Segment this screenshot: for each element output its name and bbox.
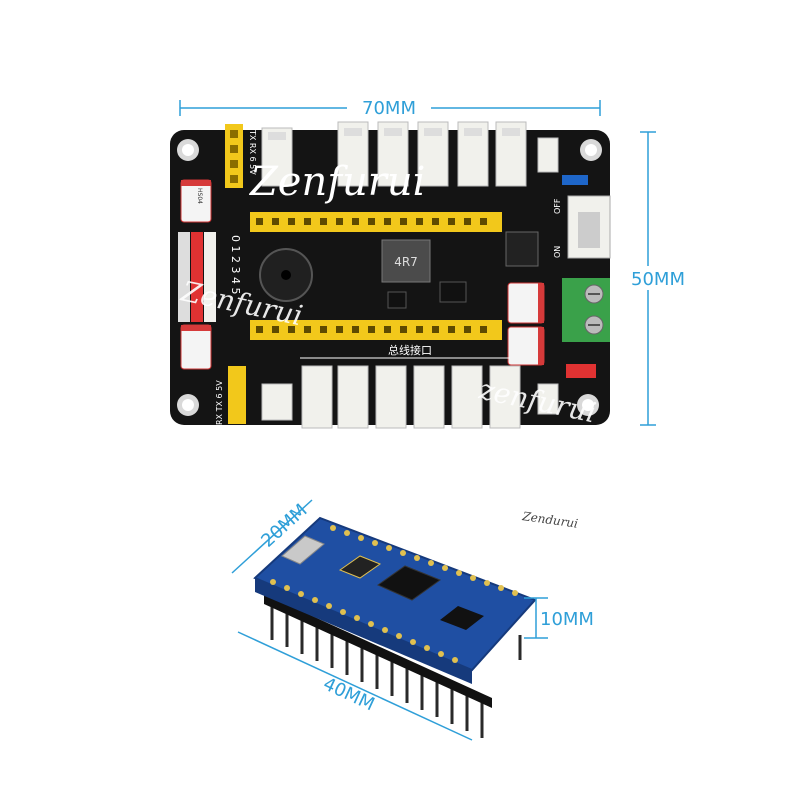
buzzer — [259, 248, 313, 302]
nano-header-bottom — [250, 320, 502, 340]
nano-height-dimension: 10MM — [524, 597, 594, 639]
svg-text:HS04: HS04 — [196, 188, 203, 204]
screw-terminal — [562, 278, 610, 342]
width-dimension: 70MM — [179, 96, 601, 120]
icsp-area — [338, 555, 382, 579]
capacitor-left-bottom — [180, 324, 212, 370]
nano-height-label: 10MM — [540, 609, 594, 630]
svg-text:ON: ON — [553, 246, 562, 258]
jumper-blue — [562, 175, 588, 185]
nano-board — [253, 516, 537, 738]
capacitor-right-1 — [507, 282, 545, 324]
regulator-ic — [439, 281, 467, 303]
power-connector-top — [537, 137, 559, 173]
usb-port — [281, 535, 325, 565]
small-ic — [387, 291, 407, 309]
nano-length-label: 40MM — [320, 673, 378, 715]
watermark-main: Zenfurui — [248, 159, 425, 205]
svg-text:OFF: OFF — [553, 198, 562, 214]
left-pin-headers: 0 1 2 3 4 5 — [178, 232, 242, 322]
nano-header-top — [250, 212, 502, 232]
svg-text:4R7: 4R7 — [394, 255, 418, 269]
bottom-connectors — [261, 365, 559, 429]
power-switch: ON OFF — [553, 195, 611, 259]
watermark-small: Zendurui — [521, 509, 579, 531]
height-label: 50MM — [631, 269, 685, 290]
jumper-red — [566, 364, 596, 378]
mounting-holes — [177, 139, 602, 416]
top-connectors — [261, 121, 527, 187]
capacitor-right-2 — [507, 326, 545, 366]
capacitor-left-top: HS04 — [180, 179, 212, 223]
nano-pads — [270, 525, 518, 663]
expansion-board: TX RX 6 5V HS04 — [170, 121, 611, 429]
bus-interface-label: 总线接口 — [388, 343, 432, 357]
width-label: 70MM — [362, 98, 416, 119]
serial-header-bottom: RX TX 6 5V — [215, 366, 246, 425]
regulator-chip — [440, 606, 484, 630]
height-dimension: 50MM — [624, 131, 694, 426]
svg-text:RX TX 6 5V: RX TX 6 5V — [215, 380, 224, 425]
svg-text:TX RX 6 5V: TX RX 6 5V — [248, 129, 257, 175]
inductor: 4R7 — [381, 239, 431, 283]
mcu-chip — [376, 565, 442, 601]
svg-text:0 1 2 3 4 5: 0 1 2 3 4 5 — [229, 235, 242, 294]
serial-header-top: TX RX 6 5V — [225, 124, 257, 188]
voltage-regulator — [505, 231, 539, 267]
